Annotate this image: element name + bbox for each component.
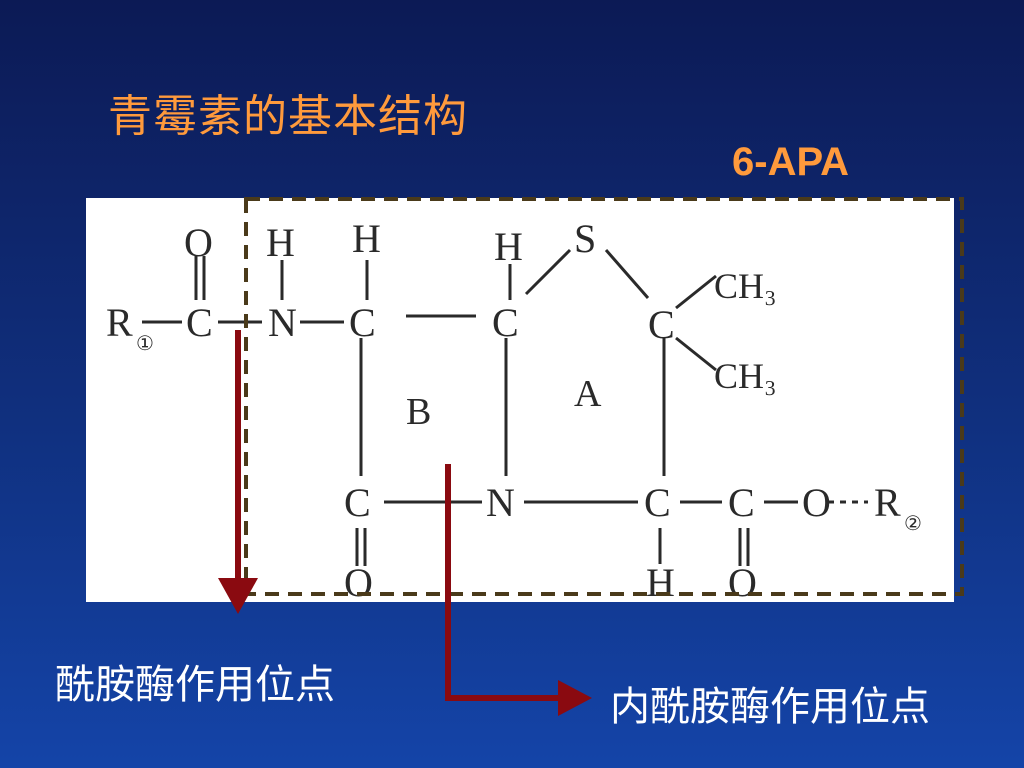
- atom-c-carbonyl: C: [186, 300, 213, 345]
- atom-o-top-left: O: [184, 220, 213, 265]
- 6-apa-dashed-box: [244, 197, 964, 596]
- lactamase-site-label: 内酰胺酶作用位点: [610, 684, 930, 730]
- atom-r1-subscript: ①: [136, 333, 154, 355]
- ring-label-b: B: [406, 391, 431, 433]
- atom-h-c6: H: [352, 216, 381, 261]
- atom-h-c5: H: [494, 224, 523, 269]
- atom-c6: C: [349, 300, 376, 345]
- atom-c5: C: [492, 300, 519, 345]
- atom-ch3-upper: CH₃: [714, 266, 777, 306]
- atom-r2-subscript: ②: [904, 513, 922, 535]
- penicillin-structure-figure: R ① O C H N H C H C S C CH₃ CH₃ A B C N …: [86, 198, 954, 602]
- atom-n-amide: N: [268, 300, 297, 345]
- atom-c7: C: [344, 480, 371, 525]
- atom-c3: C: [644, 480, 671, 525]
- atom-h-nh: H: [266, 220, 295, 265]
- label-6-apa: 6-APA: [732, 140, 850, 184]
- ring-label-a: A: [574, 373, 602, 415]
- atom-ch3-lower: CH₃: [714, 356, 777, 396]
- lactamase-arrow-shaft: [445, 464, 562, 701]
- bond-lines: [142, 248, 868, 566]
- slide-title: 青霉素的基本结构: [108, 91, 468, 142]
- amidase-site-label: 酰胺酶作用位点: [55, 662, 335, 708]
- atom-s: S: [574, 216, 596, 261]
- atom-c-ester: C: [728, 480, 755, 525]
- structure-diagram: R ① O C H N H C H C S C CH₃ CH₃ A B C N …: [106, 216, 922, 602]
- amidase-arrow-head: [218, 578, 258, 614]
- atom-r2: R: [874, 480, 901, 525]
- lactamase-arrow-head: [558, 680, 592, 716]
- atom-o-ester: O: [802, 480, 831, 525]
- atom-n4: N: [486, 480, 515, 525]
- atom-r1: R: [106, 300, 133, 345]
- atom-c2: C: [648, 302, 675, 347]
